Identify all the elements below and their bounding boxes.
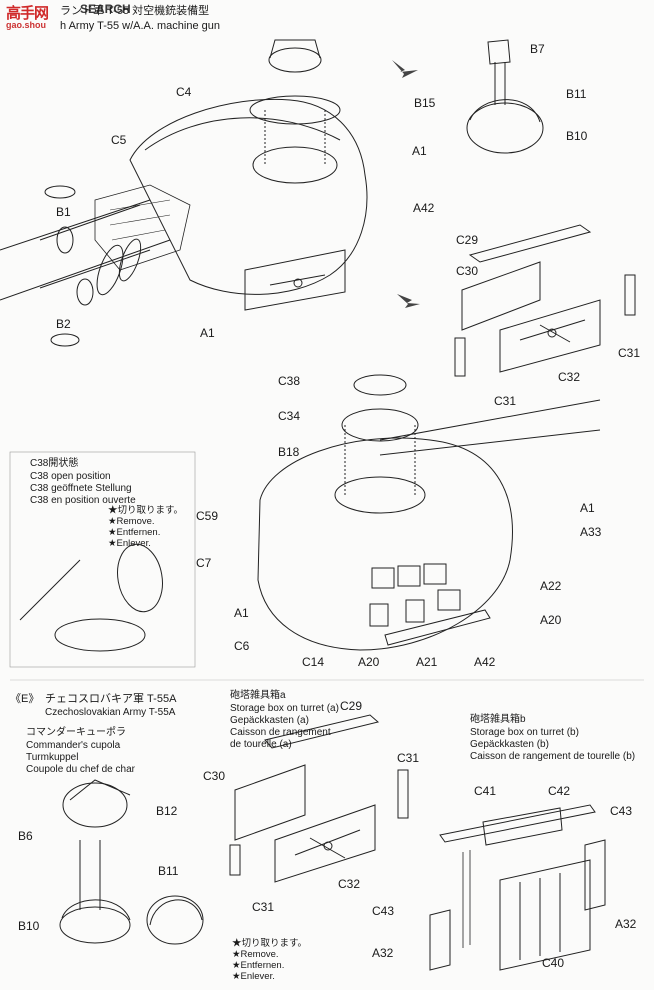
label-a20-bottom: A20 bbox=[358, 655, 380, 669]
remove-note-ja: ★切り取ります。 bbox=[108, 505, 184, 516]
label-b11-top: B11 bbox=[566, 87, 587, 101]
label-a21: A21 bbox=[416, 655, 438, 669]
label-c34: C34 bbox=[278, 409, 301, 423]
label-b11-bottom: B11 bbox=[158, 864, 179, 878]
label-c32-top: C32 bbox=[558, 370, 581, 384]
label-b7: B7 bbox=[530, 42, 545, 56]
watermark-logo: 高手网 bbox=[6, 5, 49, 22]
label-c31-b1: C31 bbox=[397, 751, 420, 765]
label-c5: C5 bbox=[111, 133, 127, 147]
label-c40: C40 bbox=[542, 956, 565, 970]
label-c43-top: C43 bbox=[610, 804, 633, 818]
remove-note-en: ★Remove. bbox=[108, 516, 155, 527]
cupola-fr: Coupole du chef de char bbox=[26, 764, 135, 775]
remove-note-fr: ★Enlever. bbox=[108, 538, 151, 549]
label-c42: C42 bbox=[548, 784, 571, 798]
label-c6: C6 bbox=[234, 639, 250, 653]
label-b18: B18 bbox=[278, 445, 300, 459]
cupola-de: Turmkuppel bbox=[26, 752, 79, 763]
label-c31-b2: C31 bbox=[252, 900, 275, 914]
label-a42-bottom: A42 bbox=[474, 655, 496, 669]
label-a1-top: A1 bbox=[412, 144, 427, 158]
label-a42-top: A42 bbox=[413, 201, 435, 215]
label-c4: C4 bbox=[176, 85, 192, 99]
label-c31-right: C31 bbox=[618, 346, 641, 360]
c38-note-de: C38 geöffnete Stellung bbox=[30, 483, 132, 494]
label-b1: B1 bbox=[56, 205, 71, 219]
label-c30-top: C30 bbox=[456, 264, 479, 278]
label-a1-mid-right: A1 bbox=[580, 501, 595, 515]
c38-note-fr: C38 en position ouverte bbox=[30, 495, 136, 506]
storage-b-en: Storage box on turret (b) bbox=[470, 727, 579, 738]
label-b6: B6 bbox=[18, 829, 33, 843]
c38-note-en: C38 open position bbox=[30, 471, 111, 482]
watermark-search: SEARCH bbox=[80, 2, 131, 16]
label-b15: B15 bbox=[414, 96, 436, 110]
cupola-en: Commander's cupola bbox=[26, 740, 121, 751]
label-b12: B12 bbox=[156, 804, 178, 818]
storage-b-fr: Caisson de rangement de tourelle (b) bbox=[470, 751, 636, 762]
label-b10-bottom: B10 bbox=[18, 919, 40, 933]
label-c7: C7 bbox=[196, 556, 212, 570]
remove-note-bottom-fr: ★Enlever. bbox=[232, 971, 275, 982]
storage-a-de: Gepäckkasten (a) bbox=[230, 715, 309, 726]
c38-note-ja: C38開状態 bbox=[30, 458, 79, 469]
label-c14: C14 bbox=[302, 655, 325, 669]
label-a32-right: A32 bbox=[615, 917, 637, 931]
section-e-title-ja: チェコスロバキア軍 T-55A bbox=[45, 693, 177, 705]
label-a32-left: A32 bbox=[372, 946, 394, 960]
storage-b-ja: 砲塔雑具箱b bbox=[470, 714, 526, 725]
label-b10-top: B10 bbox=[566, 129, 588, 143]
header-title-en: h Army T-55 w/A.A. machine gun bbox=[60, 20, 220, 32]
label-c32-bottom: C32 bbox=[338, 877, 361, 891]
label-c29-bottom: C29 bbox=[340, 699, 363, 713]
storage-a-fr2: de tourelle (a) bbox=[230, 739, 292, 750]
cupola-ja: コマンダーキューポラ bbox=[26, 727, 126, 738]
label-c43-left: C43 bbox=[372, 904, 395, 918]
label-a20-right: A20 bbox=[540, 613, 562, 627]
label-b2: B2 bbox=[56, 317, 71, 331]
watermark-site: gao.shou bbox=[6, 20, 46, 30]
label-a33: A33 bbox=[580, 525, 602, 539]
label-a1-left: A1 bbox=[200, 326, 215, 340]
storage-a-en: Storage box on turret (a) bbox=[230, 703, 339, 714]
label-c41: C41 bbox=[474, 784, 497, 798]
site-watermark: 高手网 SEARCH gao.shou bbox=[2, 0, 192, 34]
label-c29-top: C29 bbox=[456, 233, 479, 247]
storage-a-fr1: Caisson de rangement bbox=[230, 727, 331, 738]
label-c31-bottom: C31 bbox=[494, 394, 517, 408]
remove-note-bottom-de: ★Entfernen. bbox=[232, 960, 285, 971]
label-a1-mid-left: A1 bbox=[234, 606, 249, 620]
remove-note-bottom-en: ★Remove. bbox=[232, 949, 279, 960]
section-e-marker: 《E》 bbox=[10, 693, 40, 705]
section-e-title-en: Czechoslovakian Army T-55A bbox=[45, 707, 176, 718]
label-c38: C38 bbox=[278, 374, 301, 388]
header-title-ja: ランド軍 T-55 対空機銃装備型 bbox=[60, 5, 210, 17]
label-a22: A22 bbox=[540, 579, 562, 593]
storage-a-ja: 砲塔雑具箱a bbox=[230, 690, 286, 701]
label-c59: C59 bbox=[196, 509, 219, 523]
storage-b-de: Gepäckkasten (b) bbox=[470, 739, 549, 750]
label-c30-bottom: C30 bbox=[203, 769, 226, 783]
remove-note-bottom-ja: ★切り取ります。 bbox=[232, 938, 308, 949]
remove-note-de: ★Entfernen. bbox=[108, 527, 161, 538]
